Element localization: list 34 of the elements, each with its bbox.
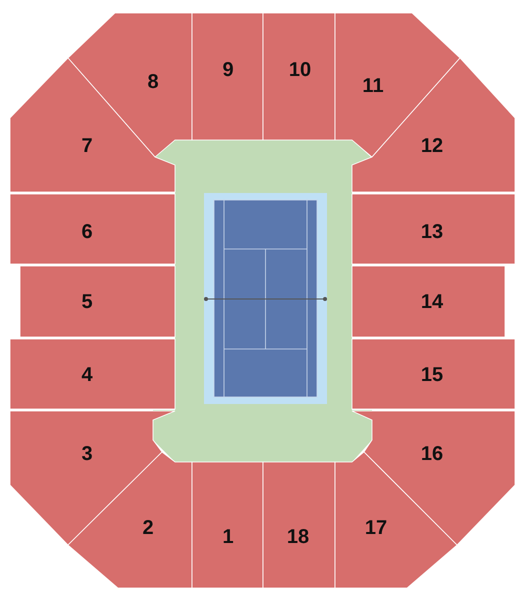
section-number: 5 (81, 292, 93, 312)
section-number: 10 (288, 60, 312, 80)
section-number: 17 (364, 518, 388, 538)
section-number: 8 (147, 72, 159, 92)
seating-section (10, 411, 175, 545)
seating-section (352, 411, 515, 545)
section-number: 16 (420, 444, 444, 464)
section-number: 11 (362, 76, 384, 96)
seating-section (20, 266, 175, 337)
seating-section (68, 13, 192, 157)
seating-section (10, 339, 175, 409)
seating-section (263, 462, 335, 588)
section-number: 15 (420, 365, 444, 385)
seating-section (10, 194, 175, 264)
section-number: 1 (222, 527, 234, 547)
section-number: 3 (81, 444, 93, 464)
seating-section (352, 266, 505, 337)
section-number: 18 (286, 527, 310, 547)
seating-section (192, 462, 263, 588)
section-number: 6 (81, 222, 93, 242)
section-number: 7 (81, 136, 93, 156)
section-number: 4 (81, 365, 93, 385)
seating-section (192, 13, 263, 140)
seating-section (263, 13, 335, 140)
section-number: 13 (420, 222, 444, 242)
seating-section (335, 13, 460, 157)
section-number: 14 (420, 292, 444, 312)
section-number: 9 (222, 60, 234, 80)
section-number: 2 (142, 518, 154, 538)
seating-section (10, 58, 175, 192)
seating-section (352, 194, 515, 264)
section-number: 12 (420, 136, 444, 156)
seating-section (352, 58, 515, 192)
seating-section (352, 339, 515, 409)
